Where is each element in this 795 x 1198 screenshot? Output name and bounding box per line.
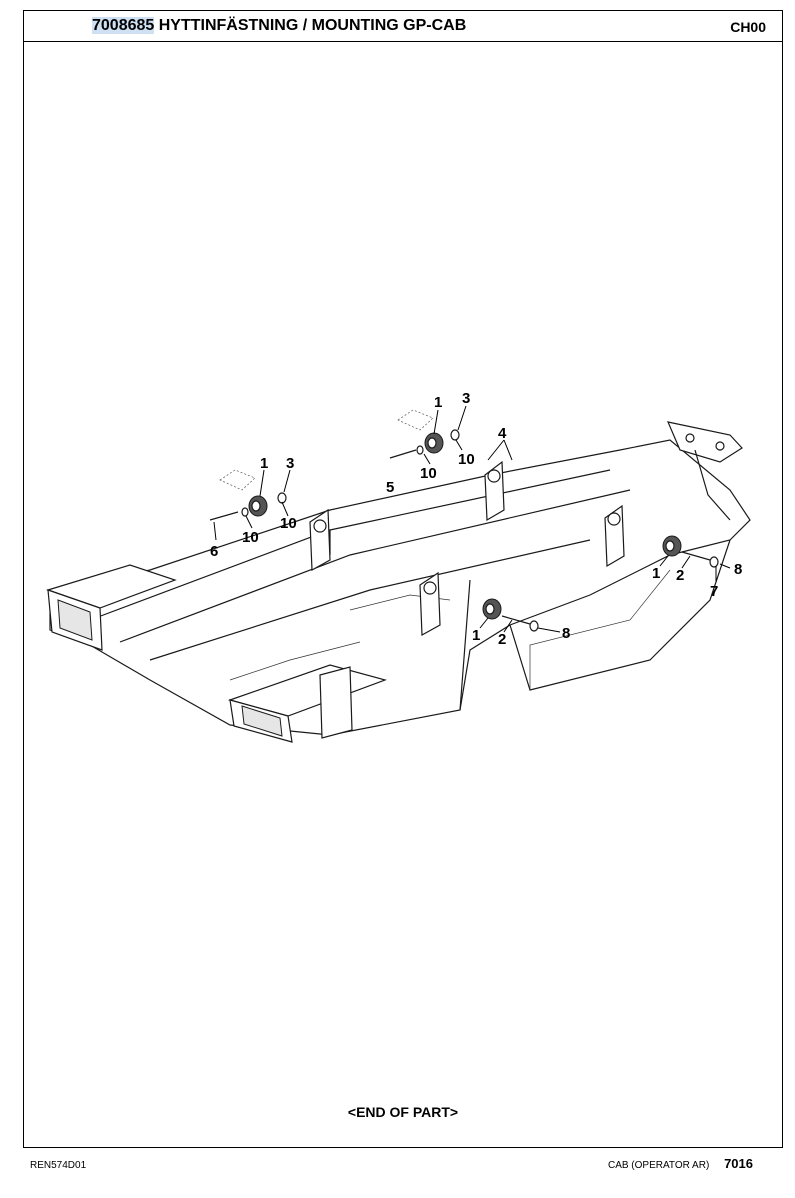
callout-label: 1: [434, 394, 442, 411]
callout-label: 1: [472, 627, 480, 644]
callout-label: 1: [260, 455, 268, 472]
rubber-mount-front-right: [389, 409, 460, 459]
callout-label: 7: [710, 583, 718, 600]
part-number: 7008685: [92, 17, 155, 34]
header-divider: [24, 41, 782, 42]
callout-label: 4: [498, 425, 507, 442]
mount-bracket-2: [484, 460, 505, 522]
callout-label: 6: [210, 543, 218, 560]
page-number: 7016: [724, 1156, 753, 1171]
callout-labels: 1 3 10 10 5 4 1 3 10 10 6 1 2 7 8 1 2 8: [210, 390, 742, 648]
battery-box-left: [46, 564, 177, 651]
callout-label: 8: [562, 625, 570, 642]
section-name: CAB (OPERATOR AR): [607, 1160, 710, 1171]
callout-label: 2: [498, 631, 506, 648]
callout-label: 1: [652, 565, 660, 582]
title-text: HYTTINFÄSTNING / MOUNTING GP-CAB: [158, 17, 467, 34]
mount-bracket-3: [604, 504, 625, 568]
page-frame: 7008685 HYTTINFÄSTNING / MOUNTING GP-CAB…: [23, 10, 783, 1148]
rubber-mount-front-left: [209, 469, 287, 521]
callout-label: 10: [458, 451, 475, 468]
battery-box-right: [227, 664, 387, 743]
page-title: 7008685 HYTTINFÄSTNING / MOUNTING GP-CAB: [92, 17, 466, 35]
rubber-mount-rear-left: [482, 598, 539, 632]
footer-section: CAB (OPERATOR AR) 7016: [608, 1156, 753, 1171]
callout-label: 10: [242, 529, 259, 546]
callout-label: 2: [676, 567, 684, 584]
callout-leaders: [213, 405, 731, 633]
end-of-part-label: <END OF PART>: [347, 1104, 459, 1120]
mount-bracket-1: [309, 508, 331, 571]
cab-mounting-diagram: 1 3 10 10 5 4 1 3 10 10 6 1 2 7 8 1 2 8: [46, 390, 751, 743]
rear-bracket: [666, 421, 743, 521]
mount-bracket-4: [419, 571, 441, 636]
callout-label: 3: [286, 455, 294, 472]
frame-outline: [49, 439, 751, 736]
callout-label: 10: [280, 515, 297, 532]
chapter-code: CH00: [730, 19, 766, 35]
callout-label: 3: [462, 390, 470, 407]
callout-label: 5: [386, 479, 394, 496]
rubber-mount-rear-right: [662, 535, 719, 568]
callout-label: 10: [420, 465, 437, 482]
document-code: REN574D01: [30, 1160, 87, 1171]
callout-label: 8: [734, 561, 742, 578]
